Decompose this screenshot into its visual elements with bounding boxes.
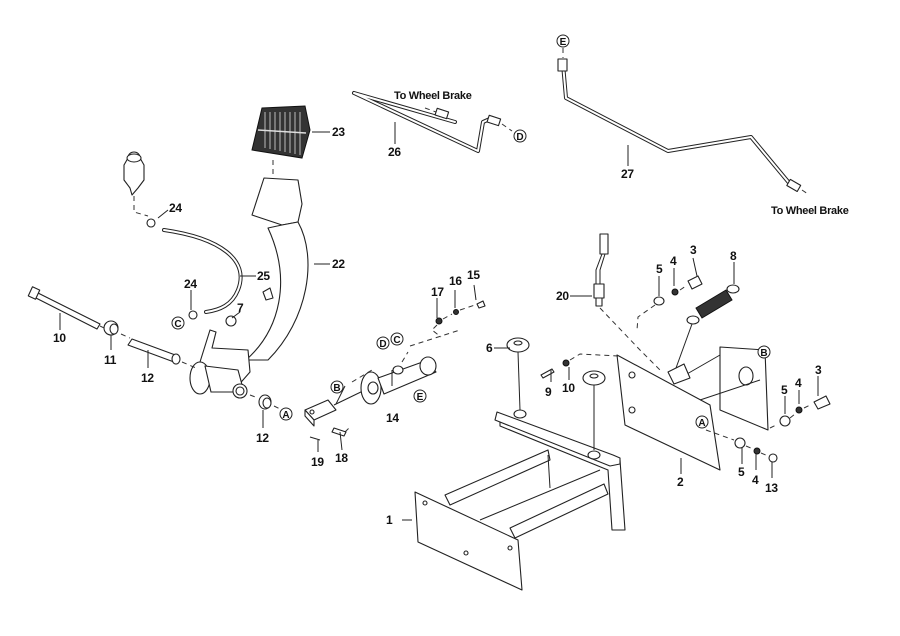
callout-5-top: 5 [656, 262, 663, 276]
callout-20: 19 [311, 455, 324, 469]
callout-14: 13 [765, 481, 778, 495]
pedal-arm-22 [189, 177, 309, 399]
ref-circle-b-left: B [330, 380, 344, 394]
callout-19: 18 [335, 451, 348, 465]
base-frame-1 [414, 409, 626, 591]
leader-lines [59, 122, 819, 521]
callout-6: 6 [486, 341, 493, 355]
callout-1: 1 [386, 513, 393, 527]
callout-9: 9 [545, 385, 552, 399]
rubber-plugs-6 [506, 337, 606, 450]
fasteners-right-3-4-5 [769, 395, 831, 429]
callout-27: 27 [621, 167, 634, 181]
callout-labels: 23 22 26 27 24 25 24 7 10 11 12 12 18 19… [53, 125, 822, 527]
callout-4-top: 4 [670, 254, 677, 268]
callout-13: 12 [141, 371, 154, 385]
return-spring-8 [675, 284, 740, 369]
svg-text:C: C [393, 335, 400, 346]
callout-18: 17 [431, 285, 444, 299]
spacer-tube-13 [127, 338, 181, 365]
svg-text:B: B [760, 348, 767, 359]
svg-text:E: E [560, 37, 567, 48]
ref-circle-d-mid: D [376, 336, 390, 350]
callout-3-top: 3 [690, 243, 697, 257]
svg-text:B: B [333, 383, 340, 394]
fasteners-upper-3-4-5 [636, 275, 703, 331]
ref-circle-a-left: A [279, 407, 293, 421]
callout-26: 26 [388, 145, 401, 159]
note-to-wheel-brake-2: To Wheel Brake [771, 205, 849, 217]
callout-5-right: 5 [781, 383, 788, 397]
fasteners-9-10 [540, 353, 619, 379]
ref-circle-c-left: C [171, 316, 185, 330]
callout-23: 23 [332, 125, 345, 139]
brake-line-27 [557, 48, 809, 195]
svg-text:D: D [516, 132, 523, 143]
ref-circle-d-top: D [513, 129, 527, 143]
callout-3-right: 3 [815, 363, 822, 377]
brake-line-26 [352, 91, 513, 153]
ref-circle-a-right: A [695, 415, 709, 429]
hose-25 [146, 218, 243, 320]
callout-8: 8 [730, 249, 737, 263]
pedal-bracket-2 [616, 346, 769, 471]
note-to-wheel-brake-1: To Wheel Brake [394, 90, 472, 102]
callout-10: 10 [562, 381, 575, 395]
callout-11: 10 [53, 331, 66, 345]
callout-12-left: 11 [104, 353, 117, 367]
callout-4-right: 4 [795, 376, 802, 390]
callout-22: 22 [332, 257, 345, 271]
svg-text:E: E [417, 392, 424, 403]
brake-switch-assembly [123, 151, 149, 217]
callout-16: 15 [467, 268, 480, 282]
pressure-switch-21 [593, 233, 661, 371]
part-7-plug [225, 315, 237, 327]
pivot-bolt-11 [27, 286, 101, 330]
callout-25: 25 [257, 269, 270, 283]
svg-text:D: D [379, 339, 386, 350]
callout-7: 7 [237, 301, 244, 315]
callout-12-right: 12 [256, 431, 269, 445]
svg-text:A: A [282, 410, 289, 421]
svg-text:A: A [698, 418, 705, 429]
pedal-pad-23 [251, 105, 311, 200]
callout-15: 14 [386, 411, 399, 425]
clevis-pin-19 [331, 427, 347, 437]
cotter-pin-20 [309, 436, 321, 441]
fasteners-lower-5-4-14 [705, 429, 778, 463]
bushing-12-right [258, 394, 272, 410]
callout-24-bottom: 24 [184, 277, 197, 291]
fasteners-16-17-18 [431, 300, 486, 338]
ref-circle-c-mid: C [390, 332, 404, 346]
ref-circle-b-right: B [757, 345, 771, 359]
svg-text:C: C [174, 319, 181, 330]
callout-17: 16 [449, 274, 462, 288]
callout-4-bottom: 4 [752, 473, 759, 487]
callout-5-bottom: 5 [738, 465, 745, 479]
callout-24-top: 24 [169, 201, 182, 215]
callout-21: 20 [556, 289, 569, 303]
callout-2: 2 [677, 475, 684, 489]
ref-circle-e-mid: E [413, 389, 427, 403]
bushing-12-left [103, 320, 119, 336]
ref-circle-e-top: E [556, 34, 570, 48]
